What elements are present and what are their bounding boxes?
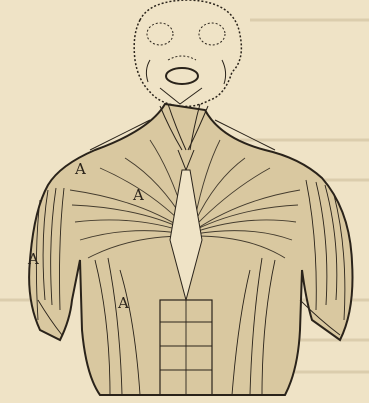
label-a-3: A: [28, 252, 39, 267]
head: [134, 0, 241, 106]
label-a-4: A: [118, 296, 129, 311]
label-a-2: A: [133, 188, 144, 203]
label-a-1: A: [75, 162, 86, 177]
